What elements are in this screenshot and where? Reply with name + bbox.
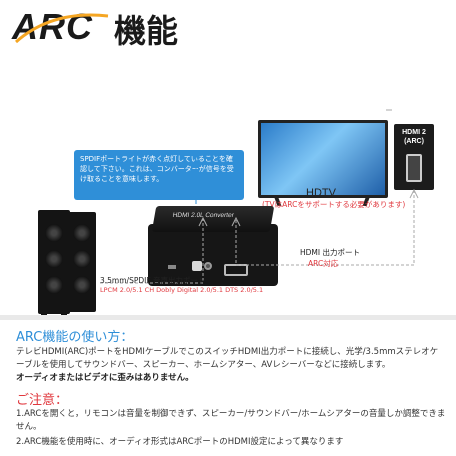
audio-jack-icon <box>204 262 212 270</box>
speaker-cone-icon <box>73 224 91 242</box>
speaker-cone-icon <box>45 224 63 242</box>
divider <box>0 315 456 320</box>
usage-title: ARC機能の使い方： <box>16 330 134 345</box>
converter-top: HDMI 2.0L Converter <box>151 206 275 232</box>
hdmi-out-port-icon <box>224 264 248 276</box>
note-item-1: 1.ARCを開くと，リモコンは音量を制御できず、スピーカー/サウンドバー/ホーム… <box>16 409 446 432</box>
speaker-cone-icon <box>45 276 63 294</box>
speaker-cone-icon <box>73 250 91 268</box>
header: ARC 機能 <box>0 0 456 58</box>
notes-title: ご注意： <box>16 393 69 408</box>
logo-swoosh-icon <box>15 13 109 44</box>
hdmi-port-icon <box>406 154 422 182</box>
hdmi-out-arc-label: ARC対応 <box>308 259 339 268</box>
audio-out-label: 3.5mm/SPDIF 音声出力ポート <box>100 276 206 285</box>
tv-hdmi-port-panel: HDMI 2 (ARC) <box>394 124 434 190</box>
tv-note: (TVはARCをサポートする必要があります) <box>262 200 406 209</box>
speaker-cone-icon <box>45 250 63 268</box>
usage-strong-text: オーディオまたはビデオに歪みはありません。 <box>16 373 194 383</box>
converter-text: HDMI 2.0L Converter <box>172 212 235 219</box>
connection-diagram: SPDIFポートライトが赤く点灯していることを確認して下さい。これは、コンバータ… <box>0 58 456 318</box>
speaker-left <box>38 210 70 318</box>
speaker-cone-icon <box>73 276 91 294</box>
arc-logo: ARC <box>12 6 112 50</box>
tv-label: HDTV <box>306 187 336 199</box>
converter-box: HDMI 2.0L Converter <box>148 206 278 286</box>
tv-port-label: HDMI 2 (ARC) <box>402 129 426 145</box>
usage-body: テレビHDMI(ARC)ポートをHDMIケーブルでこのスイッチHDMI出力ポート… <box>16 346 446 385</box>
spdif-callout: SPDIFポートライトが赤く点灯していることを確認して下さい。これは、コンバータ… <box>74 150 244 200</box>
tv-screen <box>258 120 388 198</box>
logo-text: ARC <box>12 6 93 47</box>
optical-port-icon <box>192 261 202 271</box>
speaker-right <box>68 212 96 312</box>
page-title: 機能 <box>114 12 179 50</box>
audio-formats: LPCM 2.0/5.1 CH Dobly Digital 2.0/5.1 DT… <box>100 286 264 294</box>
hdtv-image <box>258 120 388 206</box>
hdmi-out-label: HDMI 出力ポート <box>300 248 360 257</box>
usb-port-icon <box>168 265 176 269</box>
note-item-2: 2.ARC機能を使用時に、オーディオ形式はARCポートのHDMI設定によって異な… <box>16 437 344 447</box>
usage-text: テレビHDMI(ARC)ポートをHDMIケーブルでこのスイッチHDMI出力ポート… <box>16 347 439 370</box>
